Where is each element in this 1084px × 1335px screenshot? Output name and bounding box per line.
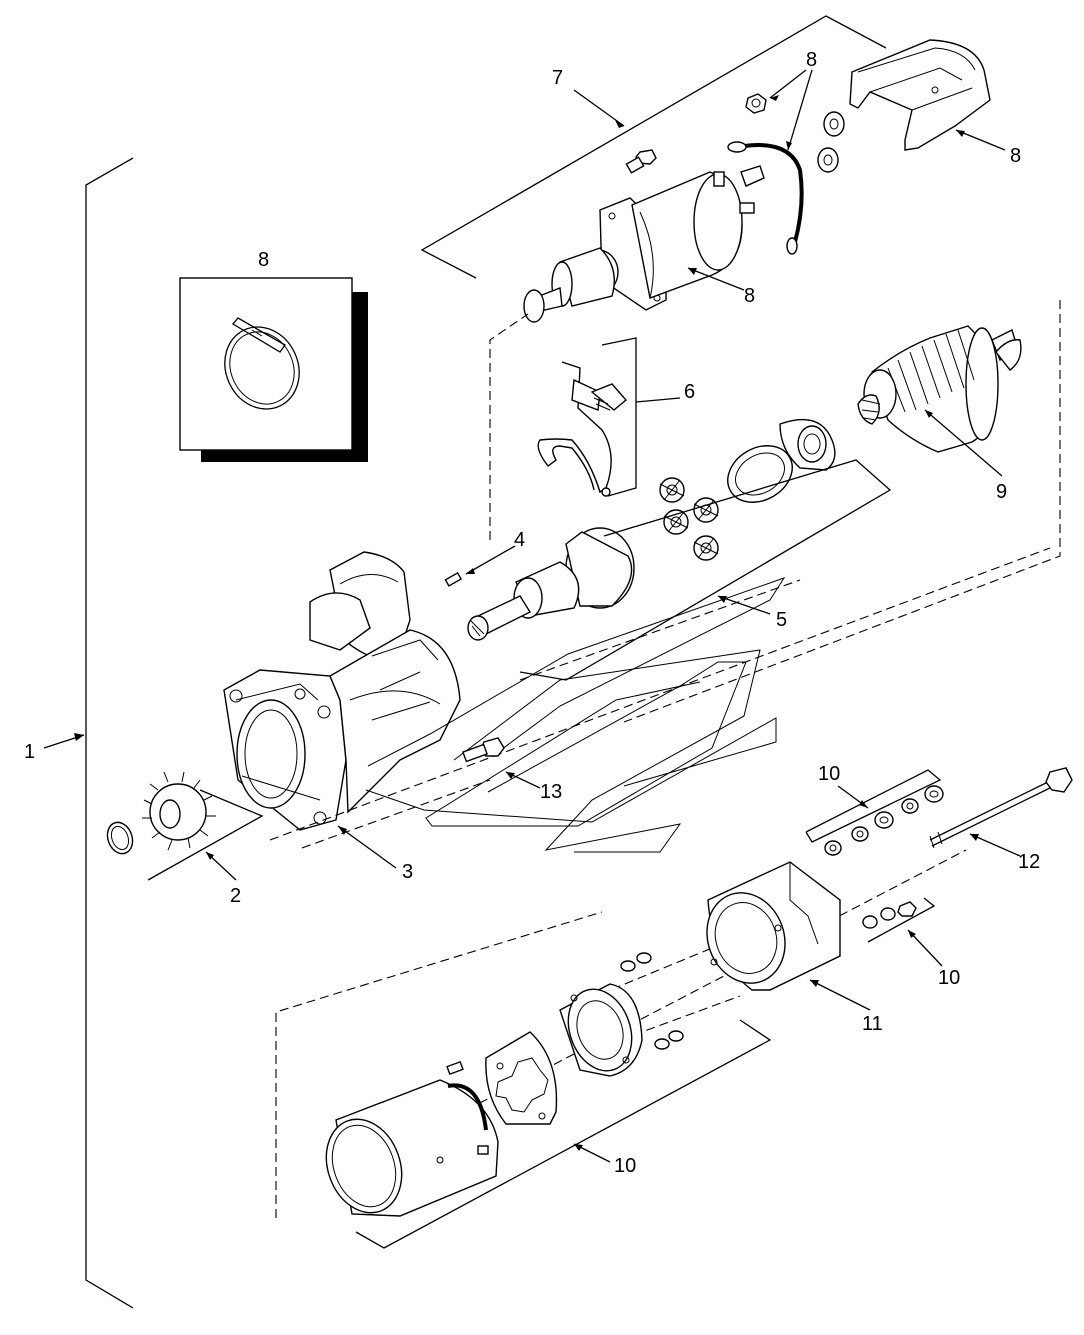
outline-leader-arrows [365, 577, 786, 853]
callout-10-lower: 10 [614, 1155, 636, 1177]
callout-1: 1 [24, 741, 35, 763]
callout-5: 5 [776, 609, 787, 631]
callout-12: 12 [1018, 851, 1040, 873]
callout-8-inset: 8 [258, 249, 269, 271]
housing-bolt [462, 737, 541, 789]
solenoid-cable [727, 141, 804, 255]
solenoid-bolt [625, 149, 657, 174]
field-frame [325, 1019, 772, 1249]
solenoid-cover [849, 39, 1006, 151]
callout-11: 11 [862, 1013, 883, 1035]
gear-1 [659, 477, 685, 503]
callout-7: 7 [552, 67, 563, 89]
callout-13: 13 [540, 781, 562, 803]
callout-8-top: 8 [806, 49, 817, 71]
field-coil-plate [485, 1031, 558, 1125]
solenoid-group-bracket [420, 15, 887, 279]
callout-10-upper: 10 [818, 763, 840, 785]
inset-clamp-box [179, 277, 368, 462]
brush-plate [559, 952, 684, 1077]
solenoid-nuts [745, 69, 845, 173]
gear-3 [663, 509, 689, 535]
callout-4: 4 [514, 529, 525, 551]
callout-8-solenoid: 8 [744, 285, 755, 307]
callout-9: 9 [996, 481, 1007, 503]
end-frame [706, 861, 871, 1011]
carrier-shaft [467, 459, 892, 681]
lever-group [537, 337, 681, 497]
callout-10-right: 10 [938, 967, 960, 989]
callout-2: 2 [230, 885, 241, 907]
callout-labels: 1 2 3 4 5 6 7 8 8 8 8 9 10 10 10 11 12 1… [24, 49, 1040, 1177]
centerlines [269, 300, 1061, 1218]
assembly-bracket [43, 157, 134, 1309]
callout-3: 3 [402, 861, 413, 883]
gear-2 [693, 497, 719, 523]
callout-6: 6 [684, 381, 695, 403]
drive-housing [223, 551, 461, 869]
pin [444, 545, 516, 587]
solenoid-body [523, 165, 765, 323]
drive-pinion [106, 771, 264, 881]
washer-set-upper [805, 769, 944, 856]
gear-4 [693, 535, 719, 561]
washer-set-right [862, 897, 943, 967]
armature [857, 325, 1022, 477]
planetary-gears [659, 418, 836, 561]
callout-8-cover: 8 [1010, 145, 1021, 167]
through-bolt [929, 767, 1073, 857]
